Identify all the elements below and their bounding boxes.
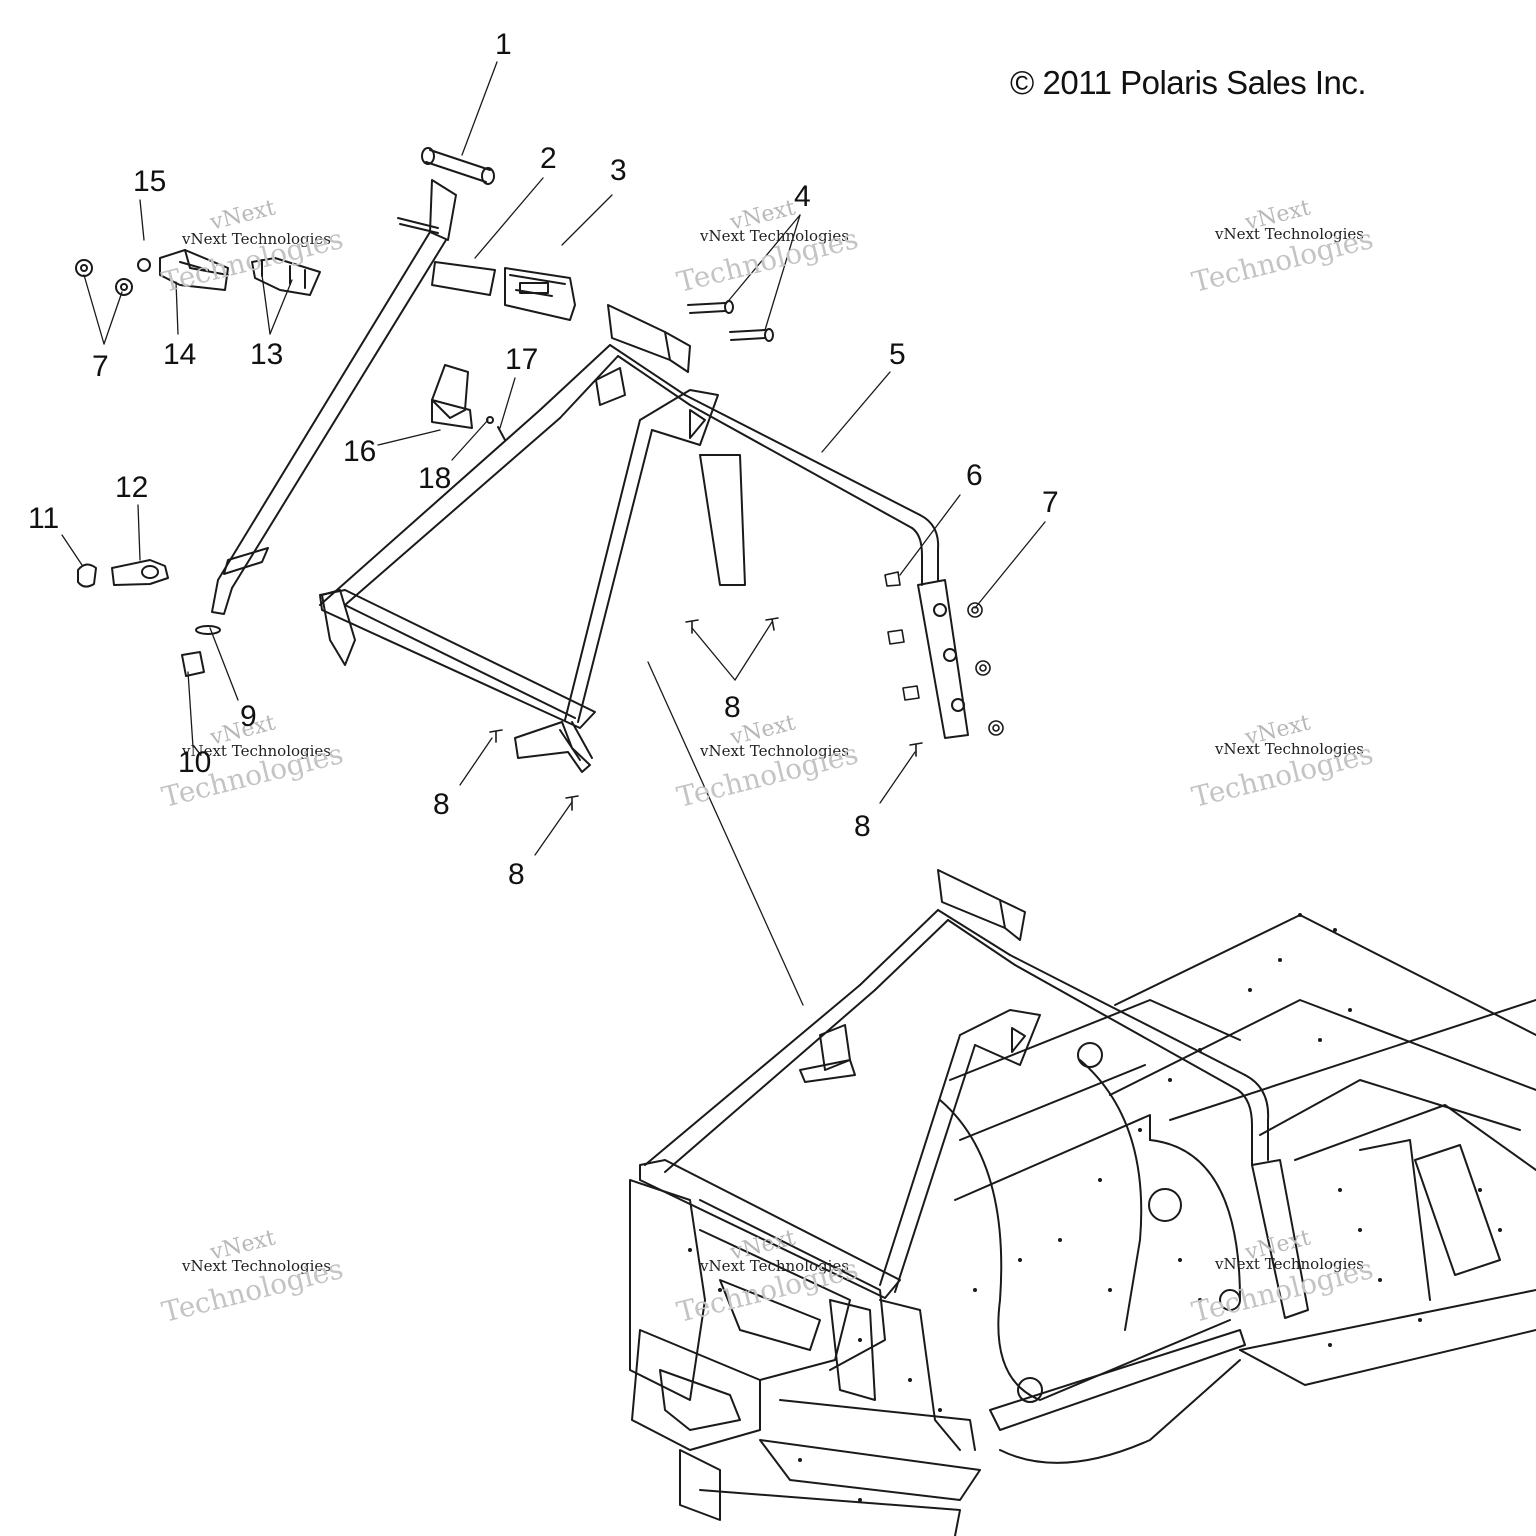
callout-11: 11: [28, 502, 60, 535]
switch-part-13: [251, 257, 321, 296]
callout-8-left: 8: [433, 788, 450, 821]
callout-3: 3: [610, 154, 627, 187]
callout-15: 15: [133, 165, 167, 198]
callout-17: 17: [505, 343, 539, 376]
callout-1: 1: [495, 28, 512, 61]
callout-8-center: 8: [724, 691, 741, 724]
tie-rod-parts: [77, 559, 221, 677]
callout-4: 4: [794, 180, 811, 213]
left-fasteners: [75, 258, 151, 296]
callout-5: 5: [889, 338, 906, 371]
callout-10: 10: [178, 746, 212, 779]
bracket-part-16: [431, 364, 506, 441]
callout-7-right: 7: [1042, 486, 1059, 519]
callout-8-lower: 8: [508, 858, 525, 891]
plate-part-2: [431, 261, 496, 296]
callout-8-right: 8: [854, 810, 871, 843]
block-part-3: [504, 267, 576, 321]
callout-14: 14: [163, 338, 197, 371]
callout-9: 9: [240, 700, 257, 733]
callout-16: 16: [343, 435, 377, 468]
chassis-holes: [688, 913, 1502, 1502]
upper-frame-part-5: [319, 304, 969, 773]
leader-lines: [61, 61, 1046, 1006]
callout-6: 6: [966, 459, 983, 492]
steering-column-part-1: [211, 147, 495, 615]
callout-18: 18: [418, 462, 452, 495]
callout-2: 2: [540, 142, 557, 175]
callout-7-left: 7: [92, 350, 109, 383]
bolts-part-4: [687, 300, 774, 342]
callout-12: 12: [115, 471, 149, 504]
assembled-frame: [629, 869, 1536, 1536]
copyright-notice: © 2011 Polaris Sales Inc.: [1010, 64, 1367, 101]
callout-13: 13: [250, 338, 284, 371]
housing-part-14: [159, 249, 229, 291]
fasteners: [489, 571, 1004, 811]
